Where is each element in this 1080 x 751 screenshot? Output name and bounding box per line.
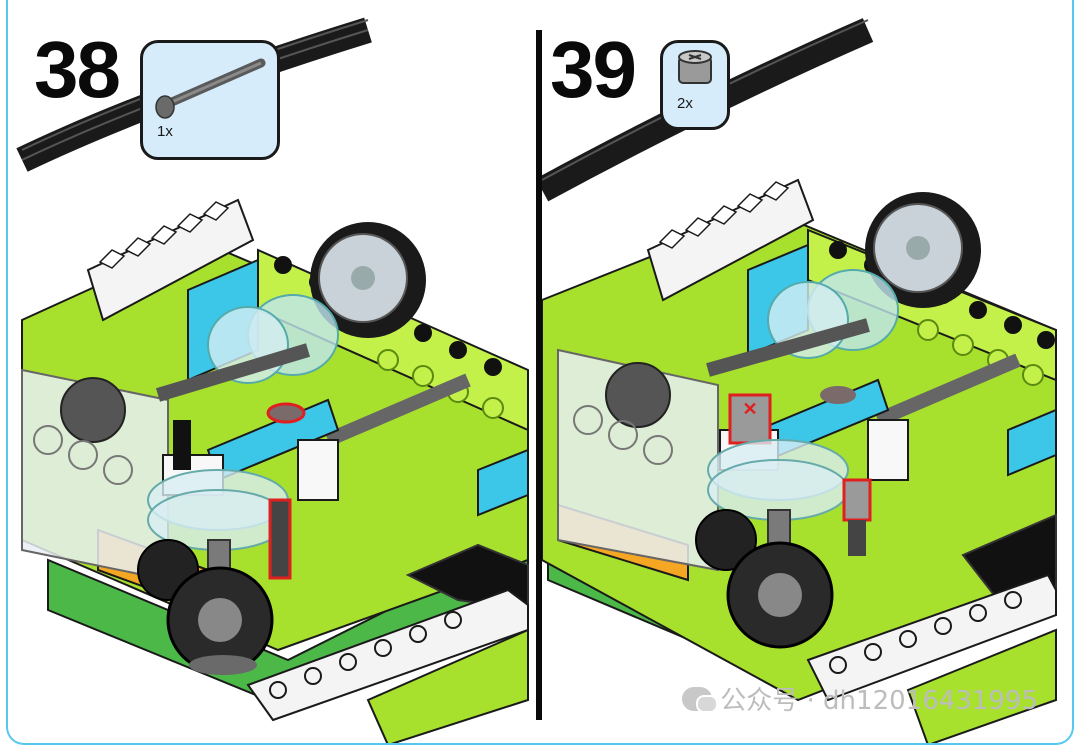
wechat-icon (682, 686, 719, 713)
step-divider (536, 30, 542, 720)
step-number-39: 39 (550, 25, 637, 114)
instruction-page: ✕ 38 (6, 0, 1074, 745)
quantity-label-39: 2x (677, 95, 693, 112)
step-38-model (16, 17, 529, 743)
bush-icon (678, 50, 712, 84)
quantity-label-38: 1x (157, 123, 173, 140)
axle-icon (155, 58, 266, 119)
watermark-text: 公众号 · dh12016431995 (720, 686, 1038, 716)
svg-text:✕: ✕ (742, 399, 757, 419)
step-39-model: ✕ (535, 18, 1057, 743)
parts-callout-38: 1x (140, 40, 280, 160)
step-number-38: 38 (34, 25, 121, 114)
watermark: 公众号 · dh12016431995 (682, 680, 1038, 717)
parts-callout-39: 2x (660, 40, 730, 130)
